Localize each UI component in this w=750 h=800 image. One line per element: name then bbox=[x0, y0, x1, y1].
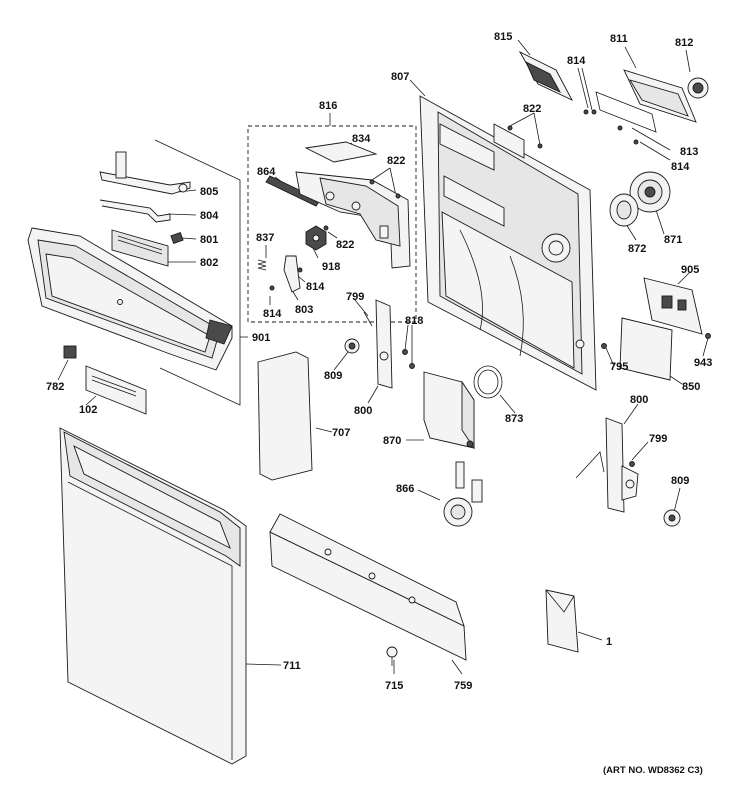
label-707: 707 bbox=[332, 427, 350, 439]
label-918: 918 bbox=[322, 261, 340, 273]
label-871: 871 bbox=[664, 234, 682, 246]
part-834-cover bbox=[304, 141, 378, 163]
part-814-screws-b bbox=[507, 109, 639, 149]
part-759-kick-plate bbox=[269, 513, 467, 661]
label-1: 1 bbox=[606, 636, 612, 648]
part-901-control-panel bbox=[27, 227, 233, 371]
label-799: 799 bbox=[346, 291, 364, 303]
part-816-dispenser-housing bbox=[295, 171, 411, 269]
part-814-screws-a bbox=[269, 179, 401, 291]
label-805: 805 bbox=[200, 186, 218, 198]
label-812: 812 bbox=[675, 37, 693, 49]
part-802-insert bbox=[111, 229, 169, 267]
label-809: 809 bbox=[324, 370, 342, 382]
part-818-screws bbox=[402, 349, 415, 369]
label-802: 802 bbox=[200, 257, 218, 269]
label-799: 799 bbox=[649, 433, 667, 445]
part-715-screw bbox=[386, 646, 398, 666]
part-805-bracket bbox=[99, 151, 191, 195]
label-811: 811 bbox=[610, 33, 628, 45]
label-870: 870 bbox=[383, 435, 401, 447]
label-814: 814 bbox=[671, 161, 690, 173]
label-873: 873 bbox=[505, 413, 523, 425]
part-799-screw-left bbox=[363, 311, 373, 327]
label-782: 782 bbox=[46, 381, 64, 393]
part-804-bracket bbox=[99, 199, 171, 223]
label-850: 850 bbox=[682, 381, 700, 393]
part-850-cover bbox=[619, 317, 673, 381]
label-813: 813 bbox=[680, 146, 698, 158]
part-102-keypad bbox=[85, 365, 147, 415]
label-815: 815 bbox=[494, 31, 512, 43]
label-814: 814 bbox=[306, 281, 325, 293]
part-837-spring bbox=[257, 259, 267, 271]
part-801-clip bbox=[170, 231, 184, 245]
label-801: 801 bbox=[200, 234, 218, 246]
part-803-lever bbox=[283, 255, 301, 293]
part-872-ring bbox=[609, 193, 639, 227]
label-800: 800 bbox=[630, 394, 648, 406]
part-866-valve bbox=[443, 461, 483, 527]
label-803: 803 bbox=[295, 304, 313, 316]
part-813-gasket bbox=[595, 91, 657, 133]
label-814: 814 bbox=[263, 308, 282, 320]
part-807-inner-door bbox=[419, 95, 597, 391]
label-759: 759 bbox=[454, 680, 472, 692]
part-812-cap bbox=[687, 77, 709, 99]
part-number-labels: 815 811 812 814 807 822 816 834 822 864 … bbox=[46, 31, 712, 692]
part-918-solenoid bbox=[305, 225, 327, 251]
label-809: 809 bbox=[671, 475, 689, 487]
part-809-bolt-right bbox=[663, 509, 681, 527]
part-871-dial bbox=[629, 171, 671, 213]
label-814: 814 bbox=[567, 55, 586, 67]
label-901: 901 bbox=[252, 332, 270, 344]
leader-lines bbox=[57, 39, 709, 675]
label-818: 818 bbox=[405, 315, 423, 327]
label-800: 800 bbox=[354, 405, 372, 417]
label-711: 711 bbox=[283, 660, 301, 672]
part-hinge-bracket-right bbox=[575, 451, 605, 479]
label-102: 102 bbox=[79, 404, 97, 416]
part-873-gasket bbox=[473, 365, 503, 399]
label-807: 807 bbox=[391, 71, 409, 83]
part-943-screw bbox=[705, 333, 711, 339]
label-943: 943 bbox=[694, 357, 712, 369]
label-866: 866 bbox=[396, 483, 414, 495]
part-711-outer-door bbox=[59, 427, 247, 765]
label-872: 872 bbox=[628, 243, 646, 255]
label-864: 864 bbox=[257, 166, 276, 178]
label-804: 804 bbox=[200, 210, 219, 222]
part-1-literature-pack bbox=[545, 589, 579, 653]
part-799-screw-right bbox=[629, 461, 635, 467]
label-905: 905 bbox=[681, 264, 699, 276]
label-715: 715 bbox=[385, 680, 403, 692]
label-795: 795 bbox=[610, 361, 628, 373]
part-811-rinse-dispenser bbox=[623, 69, 697, 123]
part-870-detergent-cup bbox=[423, 371, 475, 450]
part-809-bolt-left bbox=[344, 338, 360, 354]
part-707-side-panel bbox=[257, 351, 313, 481]
label-822: 822 bbox=[523, 103, 541, 115]
label-834: 834 bbox=[352, 133, 371, 145]
part-800-hinge-left bbox=[375, 299, 393, 389]
part-800-hinge-right bbox=[605, 417, 639, 513]
part-795-screw bbox=[601, 343, 607, 349]
label-816: 816 bbox=[319, 100, 337, 112]
part-905-control-board bbox=[643, 277, 703, 335]
label-822: 822 bbox=[336, 239, 354, 251]
art-number: (ART NO. WD8362 C3) bbox=[603, 765, 703, 776]
part-815-vent bbox=[518, 50, 574, 101]
label-822: 822 bbox=[387, 155, 405, 167]
part-782-connector bbox=[63, 345, 77, 359]
label-837: 837 bbox=[256, 232, 274, 244]
